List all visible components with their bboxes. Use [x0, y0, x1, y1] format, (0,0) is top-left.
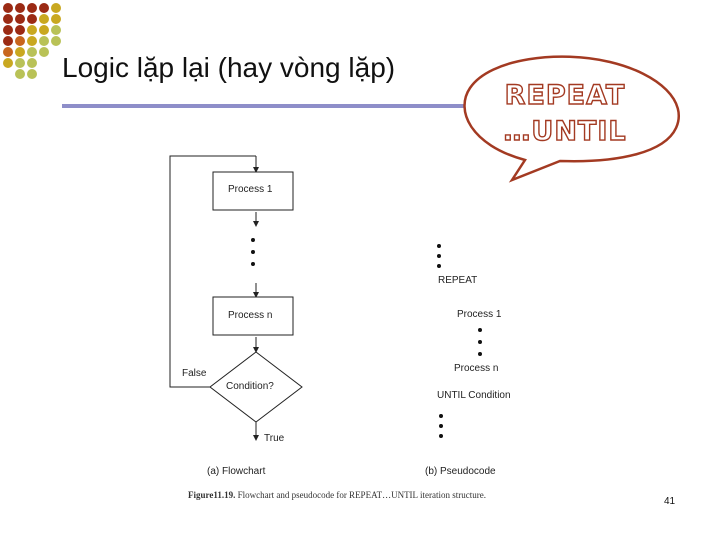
pseudocode-ellipsis-dot	[437, 254, 441, 258]
pseudocode-processn: Process n	[454, 363, 498, 374]
pseudocode-ellipsis-dot	[437, 264, 441, 268]
pseudocode-ellipsis-dot	[439, 414, 443, 418]
page-number: 41	[664, 496, 675, 507]
flowchart-true-label: True	[264, 433, 284, 444]
pseudocode-repeat: REPEAT	[438, 275, 477, 286]
pseudocode-ellipsis-dot	[437, 244, 441, 248]
figure-caption-text: Flowchart and pseudocode for REPEAT…UNTI…	[238, 490, 486, 500]
pseudocode-ellipsis-dot	[478, 352, 482, 356]
flowchart-processn-label: Process n	[228, 310, 272, 321]
pseudocode-process1: Process 1	[457, 309, 501, 320]
flowchart-ellipsis-dot	[251, 238, 255, 242]
pseudocode-ellipsis-dot	[478, 328, 482, 332]
pseudocode-until: UNTIL Condition	[437, 390, 511, 401]
flowchart-condition-label: Condition?	[226, 381, 274, 392]
figure-number: Figure11.19.	[188, 490, 235, 500]
flowchart-caption: (a) Flowchart	[207, 466, 265, 477]
flowchart-ellipsis-dot	[251, 250, 255, 254]
pseudocode-ellipsis-dot	[439, 434, 443, 438]
flowchart-false-label: False	[182, 368, 206, 379]
pseudocode-ellipsis-dot	[478, 340, 482, 344]
pseudocode-caption: (b) Pseudocode	[425, 466, 496, 477]
figure-caption: Figure11.19. Flowchart and pseudocode fo…	[188, 490, 486, 500]
pseudocode-ellipsis-dot	[439, 424, 443, 428]
flowchart-process1-label: Process 1	[228, 184, 272, 195]
flowchart-ellipsis-dot	[251, 262, 255, 266]
